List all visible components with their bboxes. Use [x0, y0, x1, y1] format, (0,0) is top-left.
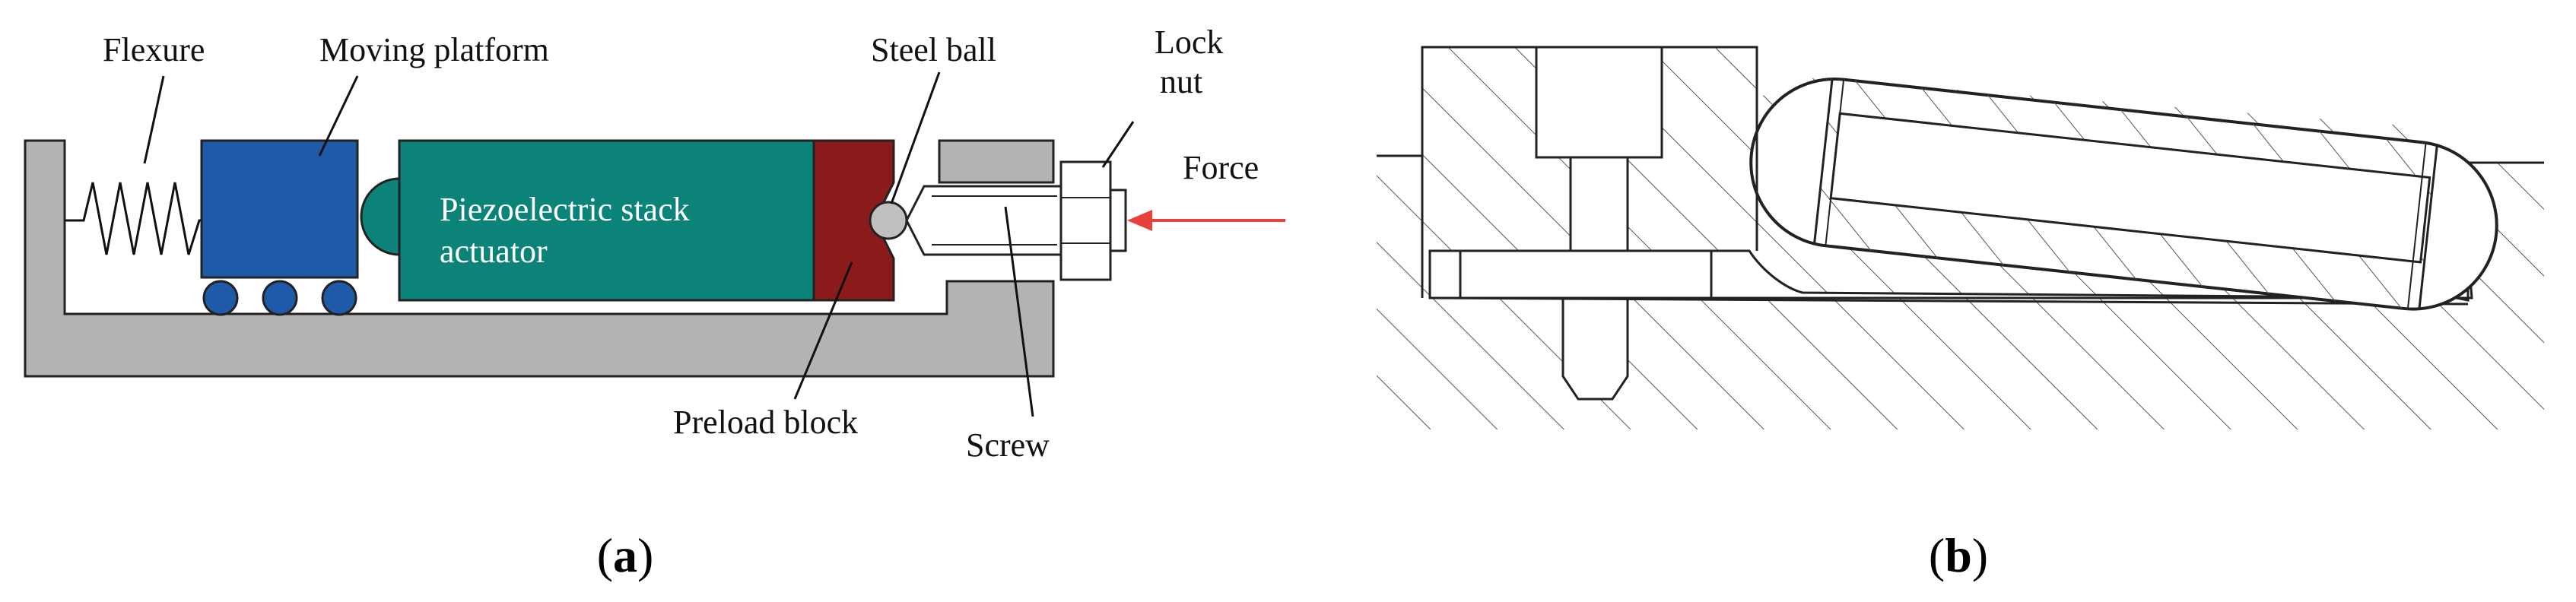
steel-ball	[869, 201, 908, 240]
preload-block	[812, 139, 895, 302]
leader-moving-platform	[318, 75, 359, 157]
hemispherical-tip	[360, 177, 401, 256]
screw-holder	[938, 139, 1055, 184]
piezo-label-line1: Piezoelectric stack	[440, 191, 690, 228]
capsule-edge	[1825, 79, 1845, 246]
roller	[262, 280, 298, 316]
label-steel-ball: Steel ball	[871, 31, 996, 68]
label-preload-block: Preload block	[673, 404, 858, 441]
leader-steel-ball	[890, 71, 941, 204]
capsule-edge	[2406, 142, 2427, 309]
caption-b-letter: b	[1945, 528, 1972, 582]
caption-b: (b)	[1929, 528, 1988, 582]
lower-bore	[1569, 156, 1629, 254]
label-screw: Screw	[966, 426, 1050, 464]
leader-lock-nut	[1101, 121, 1135, 168]
label-flexure: Flexure	[103, 31, 205, 68]
capsule-edge	[1812, 78, 1834, 245]
moving-platform	[200, 139, 359, 279]
label-moving-platform: Moving platform	[319, 31, 549, 68]
wedge-line	[1429, 296, 2469, 306]
leader-screw	[1004, 206, 1034, 417]
caption-a-open: (	[597, 528, 613, 582]
body-outline	[1377, 46, 1758, 251]
flexure-spring	[65, 182, 202, 255]
leader-preload-block	[793, 261, 853, 400]
panel-a: Piezoelectric stack actuator Flexure Mov…	[24, 24, 1285, 582]
caption-a-letter: a	[613, 528, 637, 582]
upper-bore	[1535, 46, 1663, 159]
label-force: Force	[1183, 149, 1259, 186]
roller	[202, 280, 239, 316]
caption-b-close: )	[1972, 528, 1988, 582]
leader-flexure	[143, 75, 165, 164]
screw-end	[1109, 189, 1127, 252]
label-nut: nut	[1160, 63, 1202, 100]
piezo-label-line2: actuator	[440, 233, 548, 270]
caption-a: (a)	[597, 528, 654, 582]
caption-b-open: (	[1929, 528, 1945, 582]
lock-nut	[1059, 160, 1112, 281]
capsule-edge	[2418, 144, 2439, 311]
label-lock: Lock	[1155, 24, 1223, 61]
caption-a-close: )	[637, 528, 653, 582]
capsule-pin	[1749, 77, 2498, 311]
panel-b: (b)	[1377, 46, 2544, 582]
base-frame	[24, 139, 1055, 378]
slider-plate	[1428, 249, 1713, 299]
force-arrowhead	[1127, 210, 1152, 231]
roller	[321, 280, 357, 316]
pin	[1561, 295, 1629, 401]
